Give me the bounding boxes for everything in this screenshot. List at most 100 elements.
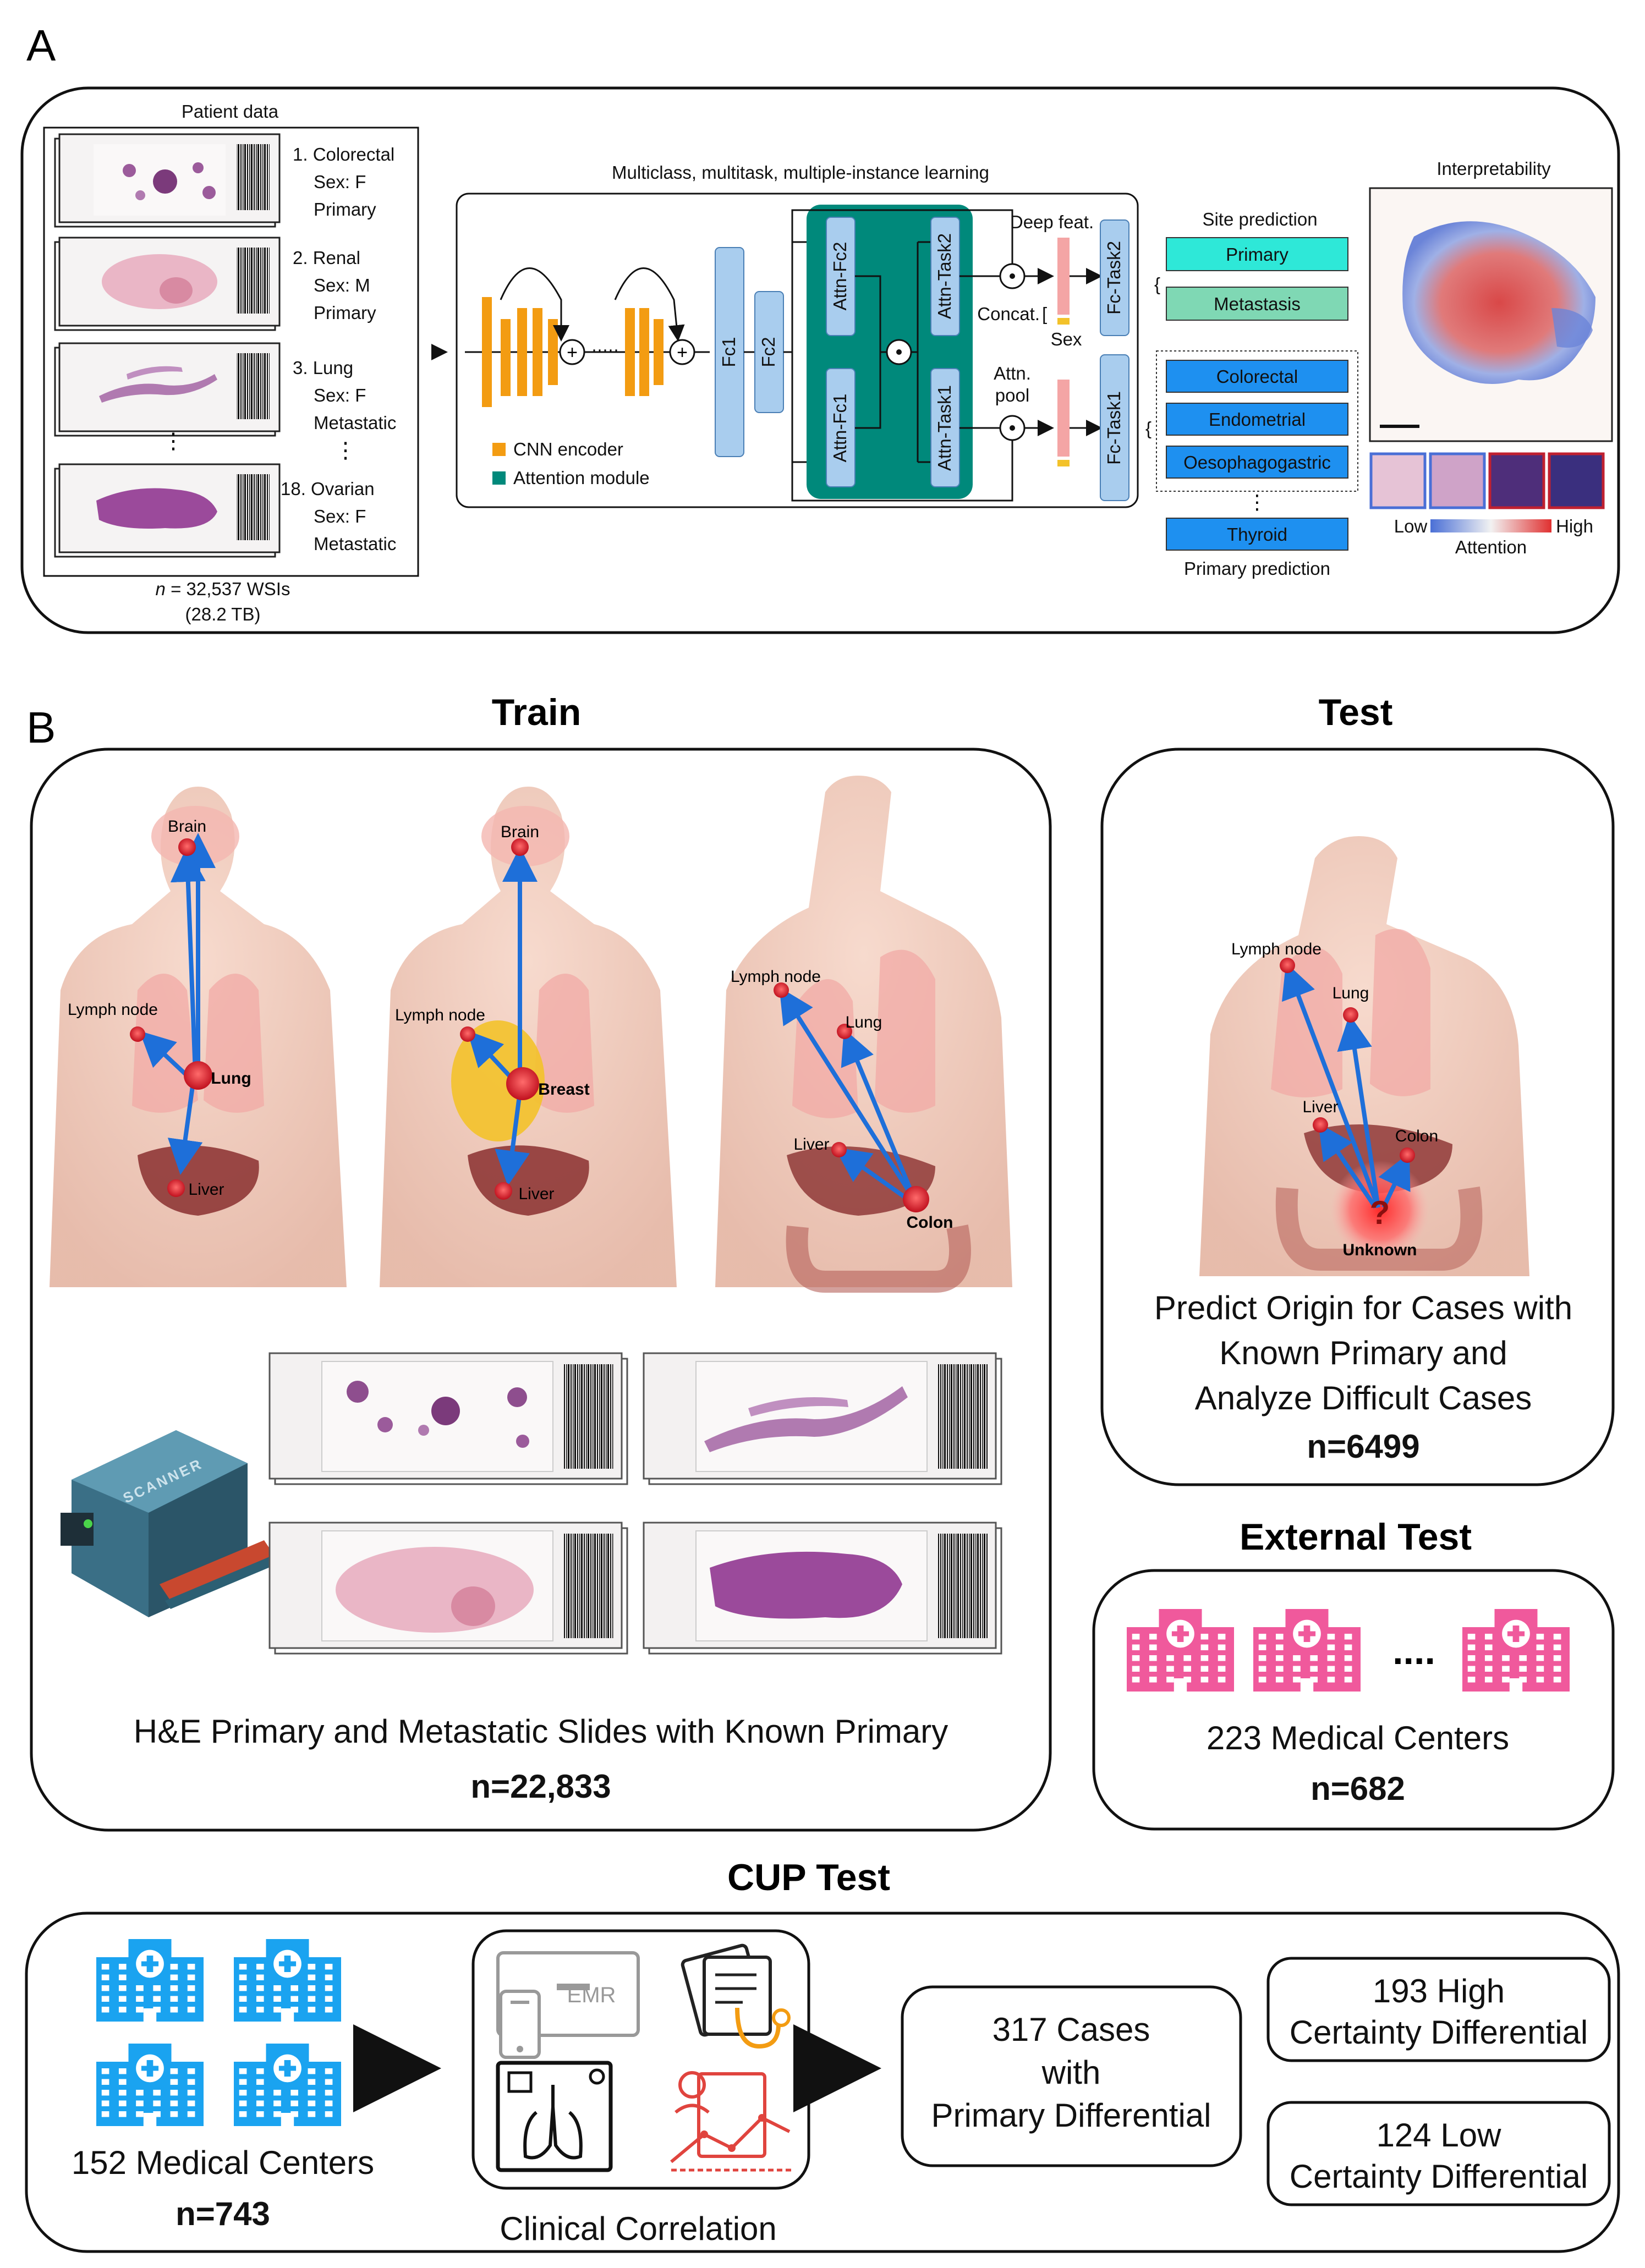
primary-option-endometrial-label: Endometrial xyxy=(1209,409,1306,430)
fig3-lymph-label: Lymph node xyxy=(731,968,821,986)
external-frame xyxy=(1092,1569,1615,1831)
test-lung-label: Lung xyxy=(1333,984,1369,1002)
hospital-icon xyxy=(96,2044,204,2126)
legend-attention-label: Attention module xyxy=(513,468,650,488)
test-caption-line-1: Predict Origin for Cases with xyxy=(1154,1289,1572,1326)
residual-add-2: + xyxy=(669,339,695,365)
cup-count: n=743 xyxy=(176,2195,270,2232)
primary-option-oesophagogastric-label: Oesophagogastric xyxy=(1183,452,1331,473)
train-frame xyxy=(30,748,1052,1832)
patient-1-status: Primary xyxy=(314,199,376,219)
concat-label: Concat. xyxy=(977,304,1040,324)
primary-ellipsis: ⋮ xyxy=(1247,491,1267,513)
attn-fc2-label: Attn-Fc2 xyxy=(830,242,850,311)
panel-a-label: A xyxy=(26,21,56,70)
patient-data-title: Patient data xyxy=(182,101,279,122)
fig2-lymph-label: Lymph node xyxy=(395,1006,485,1024)
attention-colorbar xyxy=(1430,519,1551,532)
primary-option-thyroid xyxy=(1166,518,1348,551)
hospital-icon xyxy=(1462,1609,1570,1692)
attention-multiply xyxy=(886,339,912,365)
sex-feature-2 xyxy=(1057,318,1070,325)
external-title: External Test xyxy=(1240,1516,1472,1558)
wsi-count: n = 32,537 WSIs xyxy=(156,579,290,599)
test-lymph-label: Lymph node xyxy=(1231,940,1322,958)
fc-task1-label: Fc-Task1 xyxy=(1104,391,1124,465)
primary-options-frame xyxy=(1156,350,1358,492)
anatomy-figure-lung xyxy=(50,787,347,1287)
patient-3-status: Metastatic xyxy=(314,413,396,433)
cases-box xyxy=(901,1985,1242,2167)
hospital-icon xyxy=(1127,1609,1234,1692)
high-certainty-line-1: 193 High xyxy=(1373,1973,1505,2009)
test-count: n=6499 xyxy=(1307,1428,1419,1465)
external-count: n=682 xyxy=(1310,1770,1405,1807)
heatmap-patches xyxy=(1369,452,1605,509)
fc-task2-layer xyxy=(1100,219,1129,336)
primary-option-endometrial xyxy=(1166,403,1348,436)
hospital-icon xyxy=(96,1939,204,2022)
fig2-liver-label: Liver xyxy=(518,1185,554,1203)
slide-scanner xyxy=(61,1430,275,1617)
cup-frame xyxy=(25,1912,1620,2253)
panel-b-label: B xyxy=(26,703,56,752)
fc2-label: Fc2 xyxy=(758,337,778,367)
deep-feature-vector-2 xyxy=(1057,238,1070,315)
cnn-encoder-block-2 xyxy=(625,308,664,396)
attn-pool-label-1: Attn. xyxy=(994,363,1031,383)
patient-slide-1 xyxy=(54,133,281,228)
site-option-primary xyxy=(1166,237,1348,271)
patient-18-name: 18. Ovarian xyxy=(281,479,375,499)
residual-add-1: + xyxy=(559,339,585,365)
fc-task2-label: Fc-Task2 xyxy=(1104,241,1124,315)
train-slide-1 xyxy=(268,1352,628,1485)
patient-3-name: 3. Lung xyxy=(293,358,353,378)
concat-bracket: [ xyxy=(1042,304,1047,324)
patient-ellipsis: ⋮ xyxy=(335,438,357,463)
test-colon-label: Colon xyxy=(1395,1127,1438,1145)
attention-to-pool-lines xyxy=(791,242,1001,462)
interpretability-title: Interpretability xyxy=(1436,158,1551,179)
patient-data-frame xyxy=(43,127,419,577)
model-title: Multiclass, multitask, multiple-instance… xyxy=(612,162,989,183)
wsi-size: (28.2 TB) xyxy=(185,604,261,624)
site-option-metastasis xyxy=(1166,287,1348,321)
external-caption: 223 Medical Centers xyxy=(1207,1720,1509,1756)
primary-option-thyroid-label: Thyroid xyxy=(1227,524,1287,545)
fig3-liver-label: Liver xyxy=(793,1135,829,1154)
primary-option-oesophagogastric xyxy=(1166,446,1348,479)
fig1-lung-label: Lung xyxy=(211,1069,251,1088)
emr-label: EMR xyxy=(567,1983,616,2007)
legend-cnn-label: CNN encoder xyxy=(513,439,623,459)
fig2-breast-label: Breast xyxy=(538,1080,589,1099)
cup-centers: 152 Medical Centers xyxy=(72,2144,374,2181)
patient-slide-3 xyxy=(54,342,281,437)
cases-line-1: 317 Cases xyxy=(993,2011,1150,2048)
cnn-dots: ····· xyxy=(591,341,619,359)
fig3-colon-label: Colon xyxy=(907,1213,953,1232)
heatmap-scale-bar xyxy=(1380,425,1419,428)
cup-hospital-icons xyxy=(96,1939,341,2126)
panel-a-frame xyxy=(20,86,1620,634)
patient-18-status: Metastatic xyxy=(314,534,396,554)
high-certainty-line-2: Certainty Differential xyxy=(1290,2014,1588,2051)
attention-high-label: High xyxy=(1556,516,1593,536)
fc-task1-layer xyxy=(1100,354,1129,501)
site-brace: { xyxy=(1154,274,1160,294)
patient-1-sex: Sex: F xyxy=(314,172,366,192)
clinical-analysis-icon xyxy=(670,2071,792,2172)
sex-label: Sex xyxy=(1051,329,1082,349)
task2-pool xyxy=(999,263,1026,289)
attn-pool-label-2: pool xyxy=(995,385,1029,405)
hospital-icon xyxy=(234,2044,341,2126)
patient-2-name: 2. Renal xyxy=(293,248,360,268)
site-option-primary-label: Primary xyxy=(1226,244,1288,265)
test-frame xyxy=(1100,748,1615,1486)
attention-heatmap xyxy=(1402,221,1595,384)
train-title: Train xyxy=(492,691,582,733)
train-slide-2 xyxy=(643,1352,1002,1485)
skip-connection-1 xyxy=(500,267,569,342)
external-dots: .... xyxy=(1392,1629,1435,1672)
fig1-brain-label: Brain xyxy=(168,817,206,836)
patient-slide-2 xyxy=(54,237,281,331)
